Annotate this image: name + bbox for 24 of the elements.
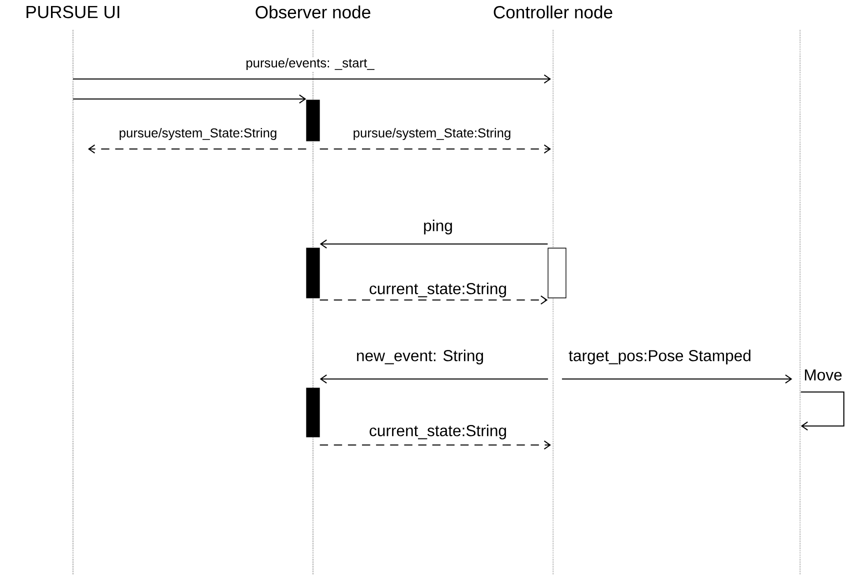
arrow [320, 144, 552, 154]
arrow [320, 295, 548, 305]
activation-bar [306, 248, 320, 298]
edge-label: pursue/events: _start_ [244, 56, 376, 72]
arrow [800, 391, 844, 431]
edge-label: target_pos:Pose Stamped [567, 348, 753, 366]
edge-label: pursue/system_State:String [352, 126, 512, 142]
activation-bar [548, 248, 566, 298]
arrow [88, 144, 306, 154]
edge-label: current_state:String [368, 281, 508, 299]
edge-label: Move [802, 368, 844, 382]
arrow [320, 239, 548, 249]
arrow [73, 74, 552, 84]
activation-bar [306, 100, 320, 142]
edge-label: new_event: String [354, 348, 486, 366]
arrow [320, 374, 548, 384]
arrow [562, 374, 792, 384]
lifeline: PURSUE UI [26, 6, 120, 575]
arrow [73, 94, 306, 104]
activation-bar [306, 388, 320, 438]
edge-label: pursue/system_State:String [118, 126, 278, 142]
edge-label: ping [422, 218, 454, 236]
edge-label: current_state:String [368, 423, 508, 441]
arrow [320, 440, 552, 450]
